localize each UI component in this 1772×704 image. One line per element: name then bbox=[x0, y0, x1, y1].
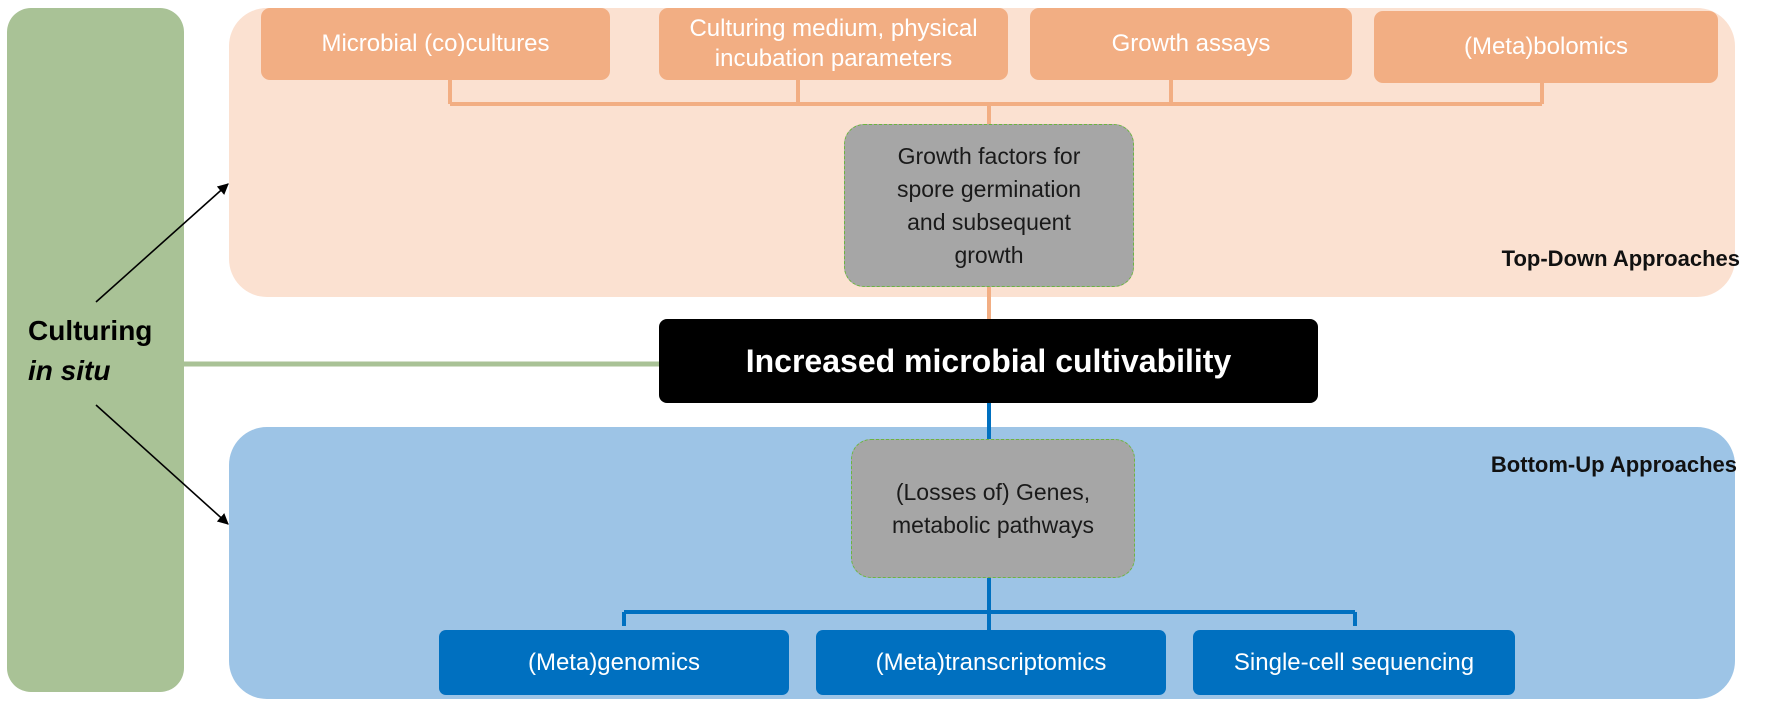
top-item-growth-assays: Growth assays bbox=[1030, 8, 1352, 80]
growth-factors-hub: Growth factors for spore germination and… bbox=[844, 124, 1134, 287]
top-item-culturing-medium: Culturing medium, physical incubation pa… bbox=[659, 8, 1008, 80]
arrow-to-bottom-up bbox=[95, 404, 229, 525]
bottom-item-metagenomics: (Meta)genomics bbox=[439, 630, 789, 695]
culturing-in-situ-panel bbox=[7, 8, 184, 692]
top-item-microbial-cocultures: Microbial (co)cultures bbox=[261, 8, 610, 80]
arrow-to-top-down bbox=[95, 183, 229, 303]
genes-pathways-hub: (Losses of) Genes, metabolic pathways bbox=[851, 439, 1135, 578]
top-item-metabolomics: (Meta)bolomics bbox=[1374, 11, 1718, 83]
increased-cultivability-box: Increased microbial cultivability bbox=[659, 319, 1318, 403]
top-bracket bbox=[448, 80, 1544, 319]
bottom-item-metatranscriptomics: (Meta)transcriptomics bbox=[816, 630, 1166, 695]
bottom-up-label: Bottom-Up Approaches bbox=[1490, 452, 1737, 477]
top-down-label: Top-Down Approaches bbox=[1501, 246, 1740, 271]
bottom-bracket bbox=[622, 403, 1357, 630]
culturing-in-situ-label: Culturing in situ bbox=[28, 315, 153, 386]
bottom-item-single-cell-sequencing: Single-cell sequencing bbox=[1193, 630, 1515, 695]
